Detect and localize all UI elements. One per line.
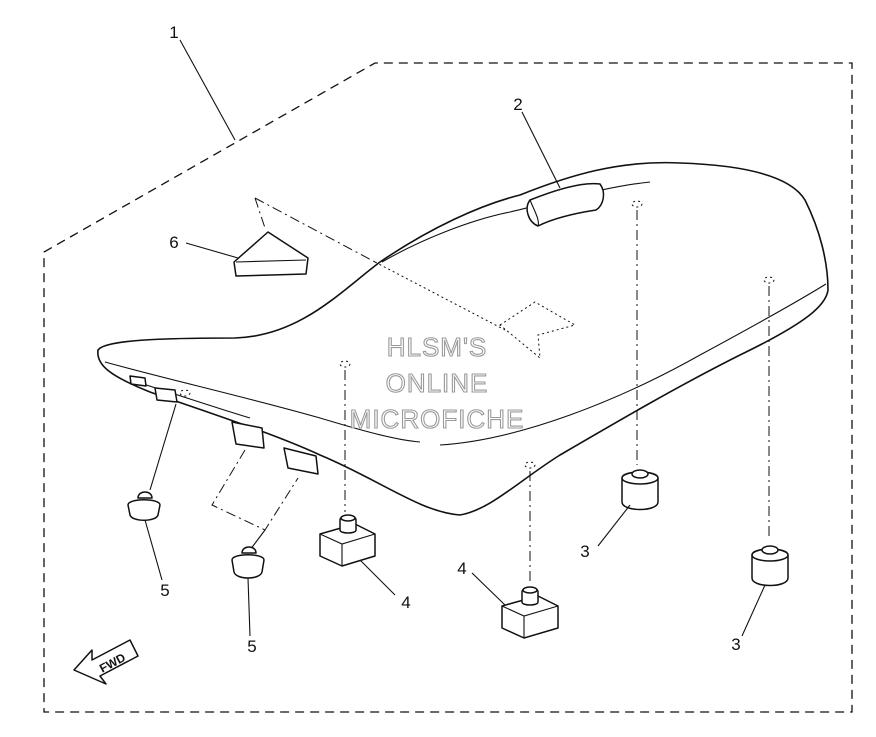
watermark: HLSM'S ONLINE MICROFICHE <box>349 331 525 434</box>
seat-boss <box>129 375 319 475</box>
leader-3b <box>741 584 766 637</box>
pad-location-outline <box>499 301 577 360</box>
damper-right <box>621 469 659 511</box>
mount-hole <box>339 360 351 368</box>
forward-arrow-icon: FWD <box>73 639 139 685</box>
seat <box>97 161 829 516</box>
seat-strap <box>526 182 605 227</box>
callout-3a: 3 <box>580 542 589 561</box>
leader-5b <box>247 577 251 637</box>
callout-2: 2 <box>513 95 522 114</box>
leader-5a <box>144 519 163 581</box>
bumper-left <box>127 491 161 521</box>
pad-guide-line <box>254 197 266 229</box>
leader-4a <box>359 559 396 596</box>
square-damper-center <box>501 586 559 639</box>
callout-4a: 4 <box>401 593 410 612</box>
boss-guide-line-3 <box>249 529 266 551</box>
mount-hole <box>524 461 536 469</box>
svg-text:ONLINE: ONLINE <box>386 368 489 398</box>
square-damper-left <box>319 514 376 567</box>
mount-hole <box>631 200 643 208</box>
callout-3b: 3 <box>731 635 740 654</box>
leader-4b <box>471 572 506 606</box>
pad-dotted-path <box>374 261 506 331</box>
boss-guide-line-2 <box>149 403 177 491</box>
callout-4b: 4 <box>457 559 466 578</box>
svg-text:HLSM'S: HLSM'S <box>387 332 488 362</box>
svg-text:MICROFICHE: MICROFICHE <box>350 404 525 434</box>
assembly-boundary <box>43 62 853 713</box>
bumper-center <box>231 546 265 579</box>
seat-pad <box>233 231 309 277</box>
callout-5a: 5 <box>160 581 169 600</box>
mount-hole <box>763 276 775 284</box>
boss-guide-line <box>211 449 299 531</box>
pad-guide-line-2 <box>254 197 376 263</box>
damper-far-right <box>751 545 789 587</box>
callout-6: 6 <box>169 233 178 252</box>
leader-6 <box>185 242 239 259</box>
callout-5b: 5 <box>247 637 256 656</box>
callout-1: 1 <box>169 23 178 42</box>
mount-hole <box>179 389 191 397</box>
leader-2 <box>521 111 561 189</box>
leader-3a <box>597 504 631 547</box>
leader-1 <box>179 39 236 141</box>
